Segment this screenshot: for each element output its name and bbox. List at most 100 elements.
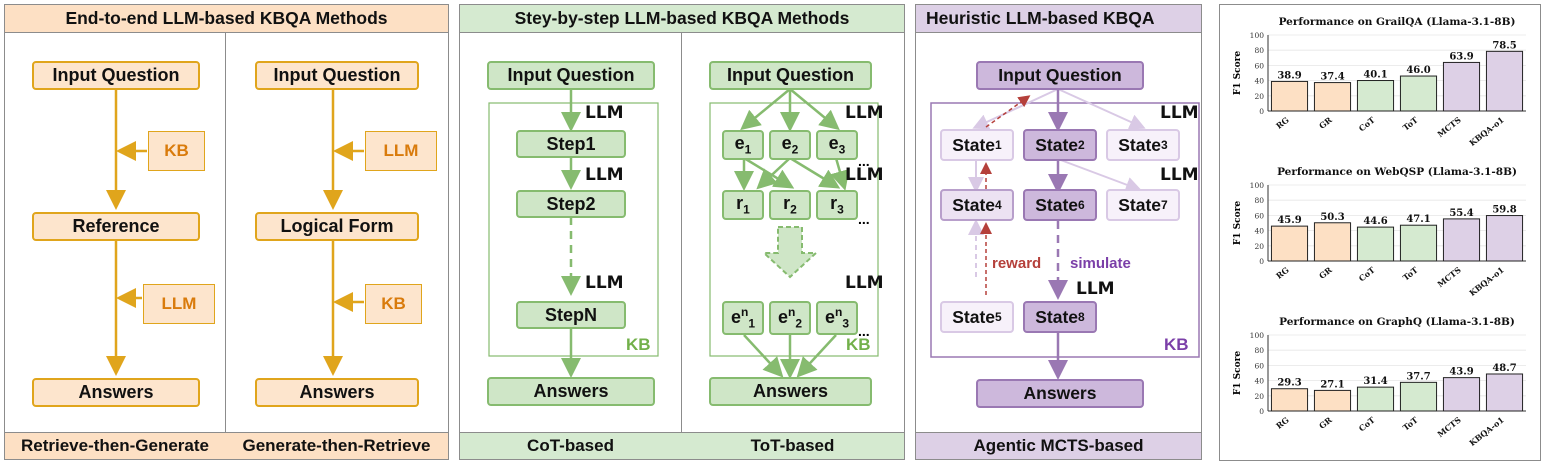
data-label: 63.9 — [1449, 51, 1473, 62]
data-label: 55.4 — [1449, 208, 1473, 219]
category-label: MCTS — [1435, 415, 1463, 440]
llm-label: LLM — [585, 273, 624, 293]
data-label: 31.4 — [1363, 376, 1387, 387]
y-tick-label: 100 — [1250, 331, 1265, 340]
y-tick-label: 0 — [1259, 407, 1264, 416]
llm-label: LLM — [1160, 103, 1199, 123]
bar — [1485, 373, 1524, 412]
chart-title: Performance on GraphQ (Llama-3.1-8B) — [1279, 316, 1515, 328]
answers-box: Answers — [32, 378, 200, 407]
data-label: 37.4 — [1320, 72, 1344, 83]
relation-box: r3 — [816, 190, 858, 220]
category-label: GR — [1317, 114, 1334, 130]
y-tick-label: 60 — [1254, 211, 1264, 220]
bar — [1399, 75, 1438, 112]
entity-n-box: en2 — [769, 301, 811, 335]
ellipsis: ... — [858, 211, 870, 227]
reward-label: reward — [992, 255, 1042, 272]
data-label: 37.7 — [1406, 371, 1430, 382]
results-chart-panel: Performance on GrailQA (Llama-3.1-8B) F1 … — [1219, 4, 1541, 461]
llm-label: LLM — [585, 165, 624, 185]
step-by-step-panel: Stey-by-step LLM-based KBQA Methods CoT-… — [459, 4, 905, 460]
bar — [1270, 388, 1309, 412]
input-question-box: Input Question — [487, 61, 655, 90]
bar — [1399, 381, 1438, 412]
y-tick-label: 20 — [1254, 92, 1264, 101]
llm-box: LLM — [143, 284, 215, 324]
y-tick-label: 40 — [1254, 77, 1264, 86]
category-label: GR — [1317, 414, 1334, 430]
logical-form-box: Logical Form — [255, 212, 419, 241]
chart-title: Performance on GrailQA (Llama-3.1-8B) — [1279, 16, 1516, 28]
answers-box: Answers — [255, 378, 419, 407]
answers-box: Answers — [976, 379, 1144, 408]
category-label: RG — [1274, 265, 1291, 281]
chart: Performance on WebQSP (Llama-3.1-8B) F1 S… — [1233, 166, 1526, 298]
kb-label: KB — [1164, 335, 1189, 354]
llm-label: LLM — [1076, 279, 1115, 299]
divider — [225, 33, 226, 459]
category-label: KBQA-o1 — [1467, 115, 1506, 148]
y-tick-label: 40 — [1254, 377, 1264, 386]
chart: Performance on GraphQ (Llama-3.1-8B)F1 S… — [1233, 316, 1526, 448]
y-tick-label: 60 — [1254, 361, 1264, 370]
input-question-box: Input Question — [32, 61, 200, 90]
retrieve-then-generate-label: Retrieve-then-Generate — [5, 432, 225, 459]
y-tick-label: 0 — [1259, 257, 1264, 266]
chart-title: Performance on WebQSP (Llama-3.1-8B) — [1277, 166, 1517, 178]
bar — [1485, 215, 1524, 262]
data-label: 48.7 — [1492, 363, 1516, 374]
data-label: 50.3 — [1320, 212, 1344, 223]
category-label: ToT — [1401, 415, 1420, 433]
chart: Performance on GrailQA (Llama-3.1-8B)F1 … — [1233, 16, 1526, 148]
entity-box: e1 — [722, 130, 764, 160]
category-label: GR — [1317, 264, 1334, 280]
data-label: 59.8 — [1492, 205, 1516, 216]
data-label: 29.3 — [1277, 378, 1301, 389]
data-label: 46.0 — [1406, 65, 1430, 76]
y-axis-label: F1 Score — [1233, 201, 1243, 246]
data-label: 47.1 — [1406, 214, 1430, 225]
input-question-box: Input Question — [976, 61, 1144, 90]
kb-label: KB — [626, 335, 651, 354]
category-label: ToT — [1401, 265, 1420, 283]
kb-label: KB — [846, 335, 871, 354]
simulate-label: simulate — [1070, 255, 1131, 272]
y-tick-label: 20 — [1254, 242, 1264, 251]
data-label: 78.5 — [1492, 40, 1516, 51]
y-tick-label: 40 — [1254, 227, 1264, 236]
step2-box: Step2 — [516, 190, 626, 218]
step1-box: Step1 — [516, 130, 626, 158]
bar — [1356, 80, 1395, 112]
bar — [1399, 224, 1438, 262]
y-tick-label: 80 — [1254, 346, 1264, 355]
y-tick-label: 20 — [1254, 392, 1264, 401]
kb-box: KB — [365, 284, 422, 324]
answers-box: Answers — [709, 377, 872, 406]
data-label: 40.1 — [1363, 70, 1387, 81]
y-tick-label: 60 — [1254, 61, 1264, 70]
bar — [1270, 80, 1309, 112]
entity-n-box: en3 — [816, 301, 858, 335]
panel-title: End-to-end LLM-based KBQA Methods — [5, 5, 448, 33]
llm-label: LLM — [845, 273, 884, 293]
relation-box: r1 — [722, 190, 764, 220]
relation-box: r2 — [769, 190, 811, 220]
agentic-mcts-label: Agentic MCTS-based — [916, 432, 1201, 459]
bar — [1442, 377, 1481, 412]
y-tick-label: 80 — [1254, 46, 1264, 55]
y-tick-label: 0 — [1259, 107, 1264, 116]
bar-charts: Performance on GrailQA (Llama-3.1-8B) F1 … — [1233, 16, 1526, 448]
data-label: 43.9 — [1449, 367, 1473, 378]
data-label: 44.6 — [1363, 216, 1387, 227]
heuristic-panel: Heuristic LLM-based KBQA Agentic MCTS-ba… — [915, 4, 1202, 460]
category-label: KBQA-o1 — [1467, 265, 1506, 298]
y-tick-label: 100 — [1250, 31, 1265, 40]
category-label: ToT — [1401, 115, 1420, 133]
